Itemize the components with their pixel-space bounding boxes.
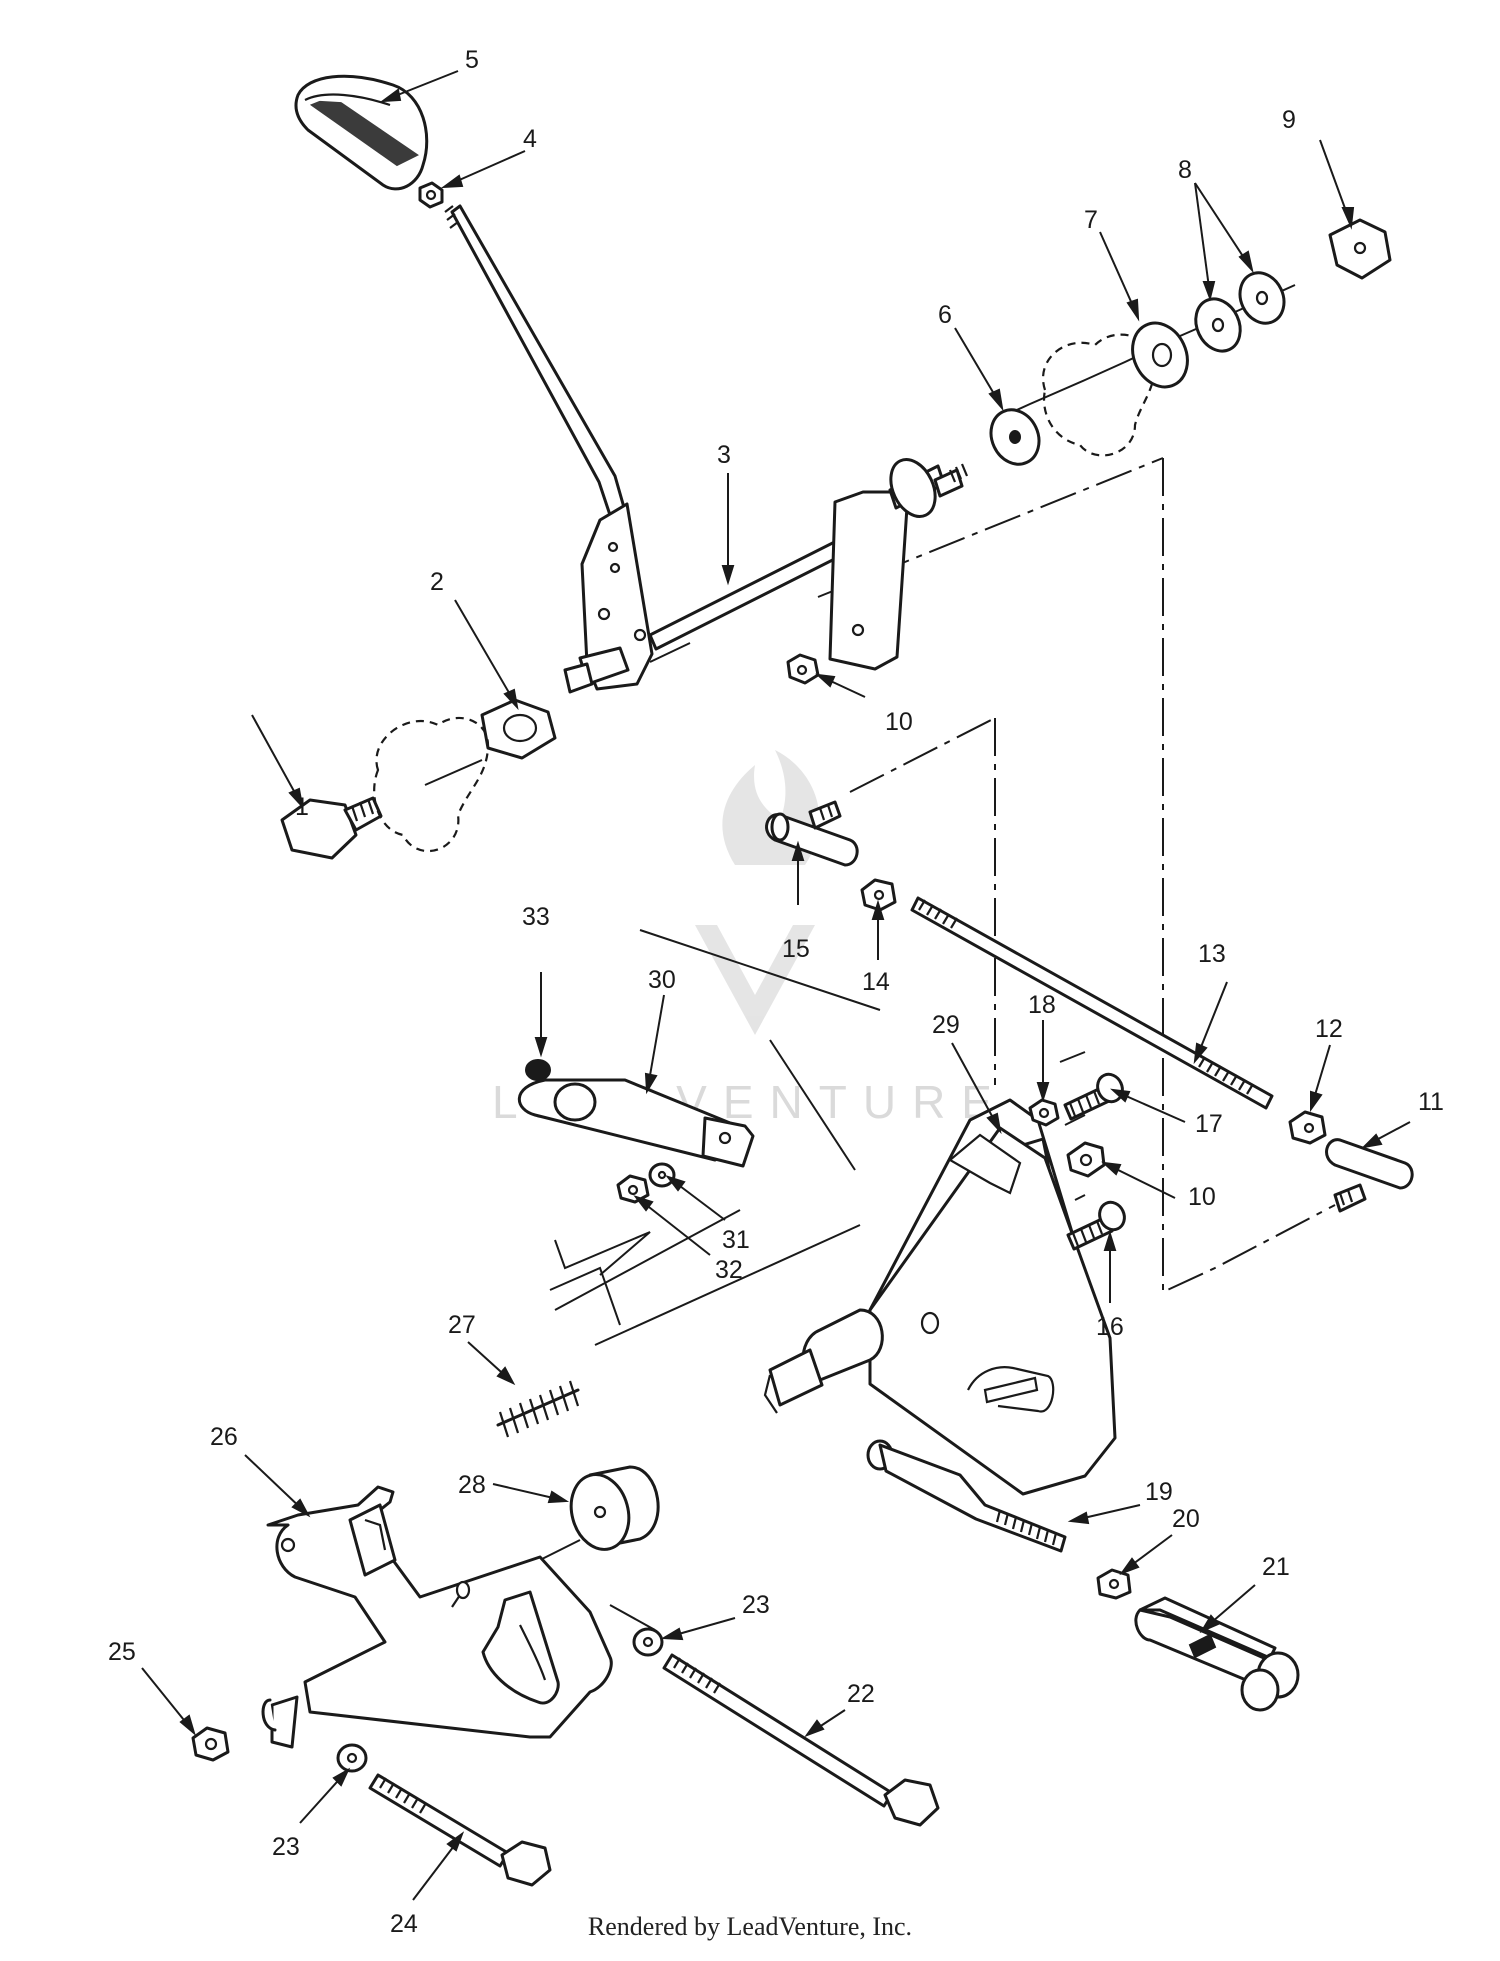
part-26-bracket	[261, 1485, 613, 1749]
callout-1: 1	[295, 793, 309, 821]
part-32-nut	[616, 1174, 650, 1204]
part-8-washers	[1194, 271, 1286, 353]
part-33-setscrew	[525, 1059, 551, 1081]
part-2-nut	[480, 698, 557, 760]
frame-ghost-left	[373, 716, 490, 853]
part-20-nut	[1096, 1568, 1132, 1600]
part-5-grip	[294, 74, 429, 191]
callout-14: 14	[862, 968, 890, 996]
part-6-washer	[989, 408, 1041, 466]
callout-3: 3	[717, 441, 731, 469]
callout-28: 28	[458, 1471, 486, 1499]
part-25-nut	[191, 1726, 230, 1762]
callout-10-lower: 10	[1188, 1183, 1216, 1211]
part-24-bolt	[368, 1773, 552, 1887]
callout-4: 4	[523, 125, 537, 153]
part-31-washer	[648, 1162, 676, 1188]
callout-25: 25	[108, 1638, 136, 1666]
callout-13: 13	[1198, 940, 1226, 968]
part-1-bolt	[280, 796, 383, 860]
callout-23-lower: 23	[272, 1833, 300, 1861]
part-22-bolt	[662, 1653, 940, 1827]
callout-24: 24	[390, 1910, 418, 1938]
part-3-lever-shaft	[444, 204, 969, 694]
part-14-nut	[860, 878, 897, 912]
callout-20: 20	[1172, 1505, 1200, 1533]
part-15-swivel	[765, 800, 859, 867]
callout-18: 18	[1028, 991, 1056, 1019]
part-10-nut-lower	[1066, 1141, 1106, 1178]
part-18-nut	[1028, 1098, 1060, 1127]
callout-17: 17	[1195, 1110, 1223, 1138]
callout-11: 11	[1418, 1088, 1444, 1116]
part-30-arm	[517, 1078, 755, 1168]
callout-5: 5	[465, 46, 479, 74]
part-4-nut	[418, 181, 444, 209]
part-17-screw	[1063, 1072, 1124, 1121]
watermark: LEADVENTURE	[492, 750, 992, 1128]
part-28-spacer	[569, 1465, 660, 1551]
part-16-screw	[1066, 1200, 1126, 1251]
callout-19: 19	[1145, 1478, 1173, 1506]
part-12-nut	[1288, 1110, 1327, 1145]
callout-2: 2	[430, 568, 444, 596]
callout-10-upper: 10	[885, 708, 913, 736]
leader-arrows	[141, 70, 1411, 1901]
callout-26: 26	[210, 1423, 238, 1451]
part-27-spring	[496, 1380, 580, 1438]
callout-labels: 1 2 3 4 5 6 7 8 9 10 10 11 12 13 14 15 1…	[108, 46, 1444, 1938]
callout-8: 8	[1178, 156, 1192, 184]
callout-6: 6	[938, 301, 952, 329]
callout-7: 7	[1084, 206, 1098, 234]
callout-16: 16	[1096, 1313, 1124, 1341]
callout-23-upper: 23	[742, 1591, 770, 1619]
part-23-washer-lower	[336, 1743, 368, 1773]
callout-33: 33	[522, 903, 550, 931]
part-10-nut-upper	[786, 653, 820, 685]
frame-ghost-right	[1042, 333, 1157, 457]
part-7-bushing	[1131, 321, 1189, 389]
part-11-swivel	[1325, 1138, 1414, 1213]
callout-29: 29	[932, 1011, 960, 1039]
callout-12: 12	[1315, 1015, 1343, 1043]
part-19-rod	[866, 1439, 1067, 1553]
callout-15: 15	[782, 935, 810, 963]
part-13-rod	[910, 896, 1274, 1110]
part-21-clevis	[1134, 1596, 1300, 1712]
callout-22: 22	[847, 1680, 875, 1708]
part-23-washer-upper	[632, 1627, 664, 1657]
assembly-lines	[424, 284, 1336, 1631]
callout-30: 30	[648, 966, 676, 994]
render-credit: Rendered by LeadVenture, Inc.	[587, 1912, 913, 1941]
callout-21: 21	[1262, 1553, 1290, 1581]
part-29-bracket	[763, 1098, 1117, 1496]
part-9-nut	[1328, 218, 1392, 280]
callout-31: 31	[722, 1226, 750, 1254]
callout-9: 9	[1282, 106, 1296, 134]
callout-27: 27	[448, 1311, 476, 1339]
callout-32: 32	[715, 1256, 743, 1284]
